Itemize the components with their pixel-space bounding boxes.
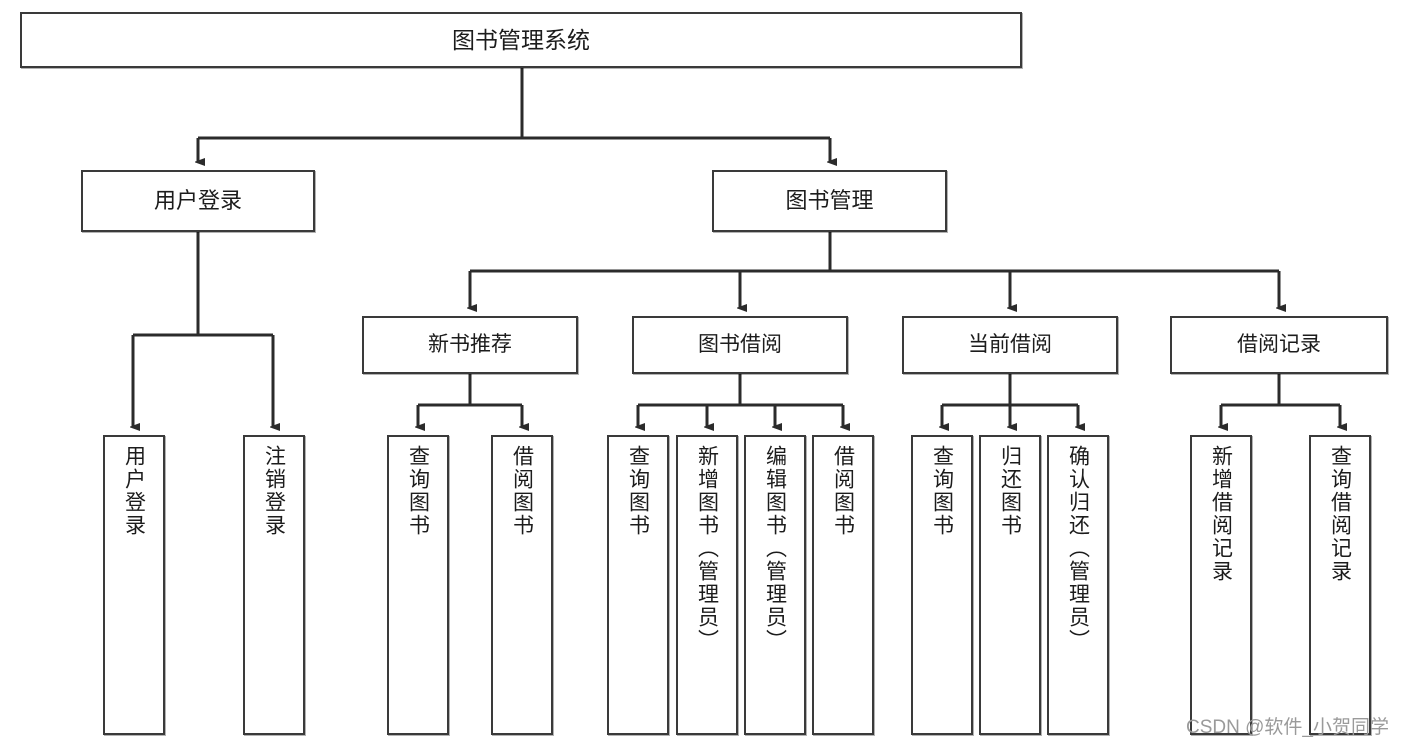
leaf-borrow-record-add-record[interactable]: 新增借阅记录 (1190, 435, 1252, 735)
leaf-current-borrow-confirm-return-admin[interactable]: 确认归还（管理员） (1047, 435, 1109, 735)
node-book-management[interactable]: 图书管理 (712, 170, 947, 232)
node-user-login[interactable]: 用户登录 (81, 170, 315, 232)
node-label: 用户登录 (153, 188, 242, 214)
node-label: 查询图书 (930, 445, 954, 537)
leaf-book-borrow-add-book-admin[interactable]: 新增图书（管理员） (676, 435, 738, 735)
node-label: 图书管理系统 (452, 26, 590, 53)
node-label: 确认归还（管理员） (1066, 445, 1090, 652)
node-new-book-recommend[interactable]: 新书推荐 (362, 316, 578, 374)
node-book-borrow[interactable]: 图书借阅 (632, 316, 848, 374)
node-label: 查询借阅记录 (1328, 445, 1352, 583)
leaf-new-book-query-book[interactable]: 查询图书 (387, 435, 449, 735)
leaf-borrow-record-query-record[interactable]: 查询借阅记录 (1309, 435, 1371, 735)
leaf-current-borrow-return-book[interactable]: 归还图书 (979, 435, 1041, 735)
leaf-user-login-logout[interactable]: 注销登录 (243, 435, 305, 735)
node-borrow-record[interactable]: 借阅记录 (1170, 316, 1388, 374)
leaf-book-borrow-borrow-book[interactable]: 借阅图书 (812, 435, 874, 735)
leaf-new-book-borrow-book[interactable]: 借阅图书 (491, 435, 553, 735)
node-label: 新增图书（管理员） (695, 445, 719, 652)
node-label: 新书推荐 (428, 332, 512, 356)
node-label: 图书借阅 (698, 332, 782, 356)
leaf-current-borrow-query-book[interactable]: 查询图书 (911, 435, 973, 735)
node-label: 新增借阅记录 (1209, 445, 1233, 583)
leaf-user-login-login[interactable]: 用户登录 (103, 435, 165, 735)
leaf-book-borrow-edit-book-admin[interactable]: 编辑图书（管理员） (744, 435, 806, 735)
leaf-book-borrow-query-book[interactable]: 查询图书 (607, 435, 669, 735)
node-label: 查询图书 (406, 445, 430, 537)
node-label: 用户登录 (122, 445, 146, 537)
node-current-borrow[interactable]: 当前借阅 (902, 316, 1118, 374)
node-label: 借阅图书 (510, 445, 534, 537)
node-label: 查询图书 (626, 445, 650, 537)
node-label: 图书管理 (785, 188, 874, 214)
node-label: 借阅记录 (1237, 332, 1321, 356)
node-label: 借阅图书 (831, 445, 855, 537)
node-label: 编辑图书（管理员） (763, 445, 787, 652)
node-label: 注销登录 (262, 445, 286, 537)
node-label: 当前借阅 (968, 332, 1052, 356)
node-root-book-management-system[interactable]: 图书管理系统 (20, 12, 1022, 68)
node-label: 归还图书 (998, 445, 1022, 537)
